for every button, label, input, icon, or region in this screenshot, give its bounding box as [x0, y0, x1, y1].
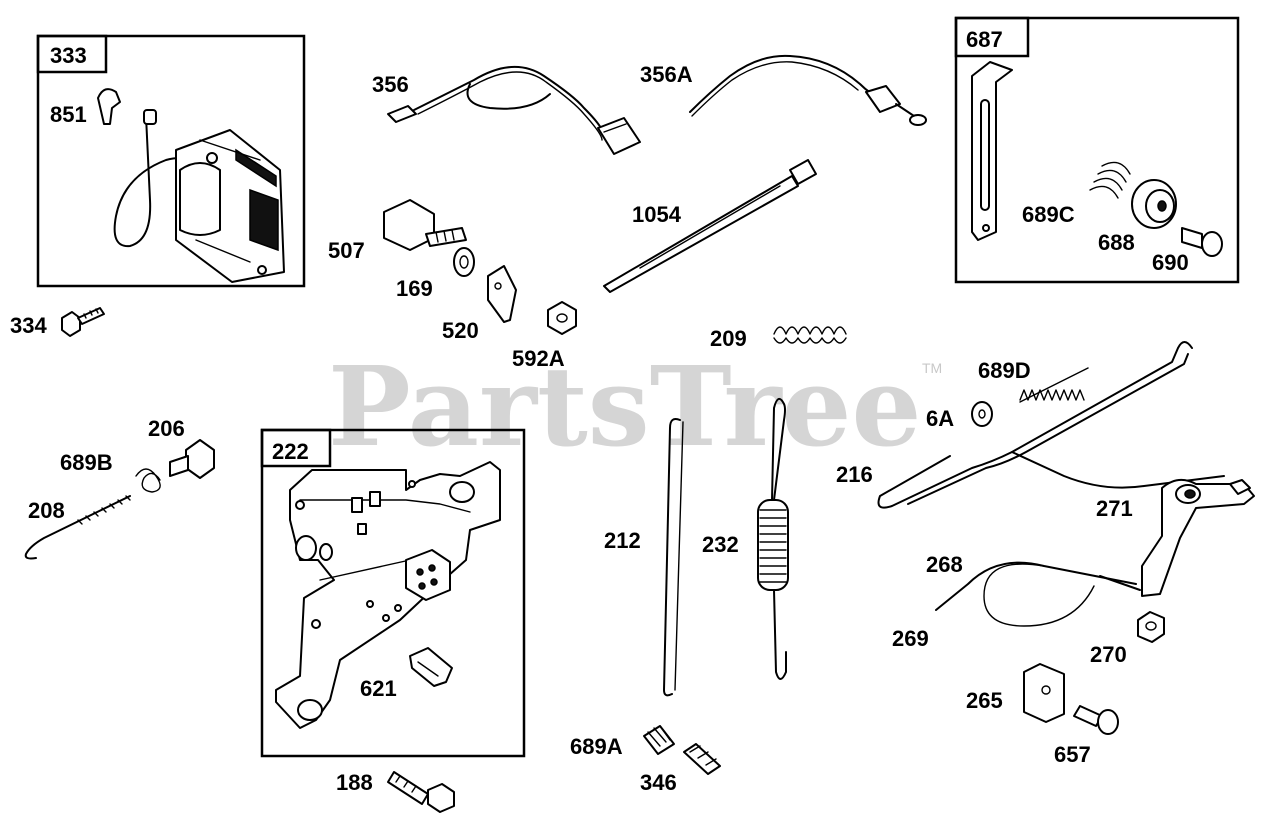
label-268[interactable]: 268 — [926, 552, 963, 577]
part-689B-spring[interactable] — [135, 468, 161, 493]
part-657-screw[interactable] — [1073, 705, 1119, 735]
label-689D[interactable]: 689D — [978, 358, 1031, 383]
part-356A-wire[interactable] — [689, 54, 927, 126]
label-334[interactable]: 334 — [10, 313, 47, 338]
watermark-trademark: TM — [922, 360, 942, 376]
part-270-nut[interactable] — [1137, 611, 1165, 643]
part-265-clamp[interactable] — [1023, 663, 1065, 723]
box-label-222[interactable]: 222 — [272, 439, 309, 464]
part-216-governor-link[interactable] — [877, 341, 1225, 509]
box-222: 222 — [260, 428, 526, 758]
label-689C[interactable]: 689C — [1022, 202, 1075, 227]
part-6A-washer[interactable] — [971, 401, 993, 427]
part-507-switch[interactable] — [383, 199, 467, 251]
label-592A[interactable]: 592A — [512, 346, 565, 371]
label-690[interactable]: 690 — [1152, 250, 1189, 275]
part-334-screw[interactable] — [61, 307, 105, 337]
label-208[interactable]: 208 — [28, 498, 65, 523]
label-356A[interactable]: 356A — [640, 62, 693, 87]
label-188[interactable]: 188 — [336, 770, 373, 795]
label-271[interactable]: 271 — [1096, 496, 1133, 521]
label-851[interactable]: 851 — [50, 102, 87, 127]
part-209-spring[interactable] — [773, 326, 847, 344]
part-851-clip[interactable] — [97, 88, 121, 125]
part-689D-spring[interactable] — [1019, 367, 1089, 403]
part-222-control-plate[interactable] — [275, 461, 501, 729]
part-212-rod[interactable] — [663, 418, 684, 697]
part-621-clip[interactable] — [409, 647, 453, 687]
label-520[interactable]: 520 — [442, 318, 479, 343]
part-208-link-rod[interactable] — [24, 495, 131, 560]
label-232[interactable]: 232 — [702, 532, 739, 557]
watermark-text: PartsTree — [328, 342, 922, 471]
label-688[interactable]: 688 — [1098, 230, 1135, 255]
label-689A[interactable]: 689A — [570, 734, 623, 759]
part-333-ignition-coil[interactable] — [175, 129, 285, 283]
label-270[interactable]: 270 — [1090, 642, 1127, 667]
part-687-bracket[interactable] — [971, 61, 1013, 241]
part-271-governor-lever[interactable] — [1141, 478, 1255, 597]
part-346-spring[interactable] — [683, 743, 721, 775]
label-169[interactable]: 169 — [396, 276, 433, 301]
part-232-spring[interactable] — [757, 397, 789, 680]
label-346[interactable]: 346 — [640, 770, 677, 795]
part-592A-nut[interactable] — [547, 301, 577, 335]
part-689A-spring[interactable] — [643, 725, 675, 755]
label-689B[interactable]: 689B — [60, 450, 113, 475]
box-687: 687 — [954, 16, 1240, 284]
coil-wire — [113, 115, 197, 248]
label-621[interactable]: 621 — [360, 676, 397, 701]
label-216[interactable]: 216 — [836, 462, 873, 487]
part-1054-cable-tie[interactable] — [603, 159, 817, 293]
label-356[interactable]: 356 — [372, 72, 409, 97]
part-689C-spring[interactable] — [1089, 161, 1131, 199]
part-690-screw[interactable] — [1181, 227, 1223, 257]
label-1054[interactable]: 1054 — [632, 202, 682, 227]
label-265[interactable]: 265 — [966, 688, 1003, 713]
part-206-fitting[interactable] — [169, 439, 215, 479]
label-212[interactable]: 212 — [604, 528, 641, 553]
part-688-spacer[interactable] — [1131, 179, 1177, 229]
label-657[interactable]: 657 — [1054, 742, 1091, 767]
box-label-333[interactable]: 333 — [50, 43, 87, 68]
part-356-wire[interactable] — [387, 65, 641, 155]
part-169-washer[interactable] — [453, 247, 475, 277]
label-507[interactable]: 507 — [328, 238, 365, 263]
box-label-687[interactable]: 687 — [966, 27, 1003, 52]
part-268-269-cable[interactable] — [935, 561, 1141, 627]
label-269[interactable]: 269 — [892, 626, 929, 651]
part-520-terminal[interactable] — [487, 265, 517, 323]
box-333: 333 — [36, 34, 306, 288]
part-188-bolt[interactable] — [387, 771, 455, 813]
label-6A[interactable]: 6A — [926, 406, 954, 431]
label-206[interactable]: 206 — [148, 416, 185, 441]
label-209[interactable]: 209 — [710, 326, 747, 351]
